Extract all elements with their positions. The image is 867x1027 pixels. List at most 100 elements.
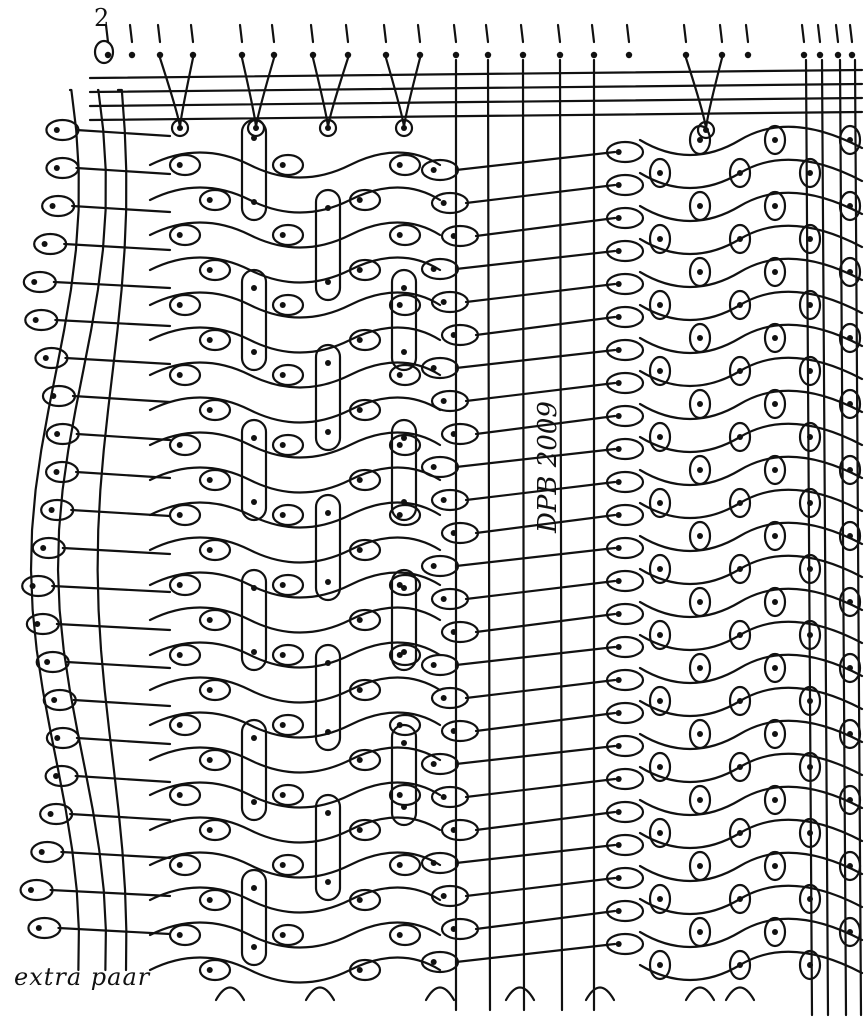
pinhole-dot — [451, 728, 457, 734]
pinhole-dot — [54, 165, 60, 171]
pinhole-dot — [847, 533, 853, 539]
pinhole-dot — [847, 863, 853, 869]
pinhole-dot — [772, 665, 778, 671]
pinhole-dot — [616, 479, 622, 485]
pinhole-dot — [616, 446, 622, 452]
worker-loop — [432, 292, 468, 312]
ground-oval — [273, 295, 303, 315]
pinhole-dot — [177, 722, 183, 728]
pin-tick — [454, 25, 456, 42]
pin-tick — [191, 25, 193, 42]
pinhole-dot — [441, 200, 447, 206]
pinhole-dot — [357, 897, 363, 903]
pinhole-dot — [616, 248, 622, 254]
pin-tick — [311, 25, 313, 42]
pin-tick — [346, 25, 348, 42]
pin-mark — [383, 52, 389, 58]
pin-mark — [310, 52, 316, 58]
pinhole-dot — [280, 792, 286, 798]
pin-mark — [719, 52, 725, 58]
pinhole-dot — [50, 203, 56, 209]
pinhole-dot — [847, 269, 853, 275]
top-passive-thread — [90, 84, 862, 92]
pinhole-dot — [251, 199, 257, 205]
pin-mark — [835, 52, 841, 58]
pin-tick — [627, 25, 629, 42]
edge-cross-thread — [61, 852, 170, 858]
edge-cross-thread — [52, 586, 170, 592]
pinhole-dot — [207, 477, 213, 483]
pinhole-dot — [772, 203, 778, 209]
worker-loop — [432, 886, 468, 906]
ground-oval — [200, 190, 230, 210]
pinhole-dot — [431, 365, 437, 371]
top-passive-thread — [90, 112, 862, 120]
pinhole-dot — [737, 368, 743, 374]
pinhole-dot — [54, 735, 60, 741]
pinhole-dot — [697, 401, 703, 407]
edge-cross-thread — [76, 776, 170, 782]
pinhole-dot — [657, 236, 663, 242]
ground-oval — [390, 365, 420, 385]
pinhole-dot — [616, 908, 622, 914]
pinhole-dot — [616, 644, 622, 650]
pinhole-dot — [177, 512, 183, 518]
pinhole-dot — [357, 967, 363, 973]
bottom-end-thread — [686, 988, 714, 1001]
pinhole-dot — [737, 236, 743, 242]
pinhole-dot — [772, 269, 778, 275]
pinhole-dot — [401, 804, 407, 810]
worker-loop — [432, 490, 468, 510]
worker-loop — [432, 589, 468, 609]
honeycomb-thread — [640, 193, 862, 221]
pinhole-dot — [44, 659, 50, 665]
pinhole-dot — [207, 407, 213, 413]
worker-thread — [466, 878, 615, 896]
ground-thread — [150, 328, 440, 353]
edge-loop — [46, 462, 78, 482]
pinhole-dot — [207, 757, 213, 763]
pinhole-dot — [253, 125, 259, 131]
pinhole-dot — [616, 776, 622, 782]
pinhole-dot — [441, 695, 447, 701]
pinhole-dot — [357, 477, 363, 483]
ground-oval — [273, 155, 303, 175]
pinhole-dot — [616, 545, 622, 551]
pinhole-dot — [847, 335, 853, 341]
pinhole-dot — [657, 632, 663, 638]
worker-thread — [456, 152, 615, 170]
pinhole-dot — [431, 662, 437, 668]
pinhole-dot — [737, 764, 743, 770]
ground-oval — [170, 365, 200, 385]
pinhole-dot — [280, 862, 286, 868]
edge-loop — [28, 918, 60, 938]
pinhole-dot — [441, 497, 447, 503]
pin-tick — [240, 25, 242, 42]
pinhole-dot — [616, 512, 622, 518]
pin-mark — [453, 52, 459, 58]
pinhole-dot — [616, 281, 622, 287]
pin-mark — [105, 52, 111, 58]
pinhole-dot — [441, 299, 447, 305]
edge-loop — [24, 272, 56, 292]
edge-cross-thread — [73, 396, 170, 402]
edge-cross-thread — [77, 738, 170, 744]
pin-marks — [95, 25, 855, 63]
pinhole-dot — [48, 811, 54, 817]
pinhole-dot — [280, 442, 286, 448]
pinhole-dot — [251, 799, 257, 805]
pinhole-dot — [807, 764, 813, 770]
ground-thread — [150, 188, 440, 213]
pinhole-dot — [807, 170, 813, 176]
pin-tick — [521, 25, 523, 42]
pinhole-dot — [251, 499, 257, 505]
ground-thread — [150, 398, 440, 423]
edge-cross-thread — [65, 358, 170, 364]
worker-thread — [456, 944, 615, 962]
pinhole-dot — [207, 897, 213, 903]
pinhole-dot — [397, 162, 403, 168]
pinhole-dot — [807, 830, 813, 836]
pinhole-dot — [207, 337, 213, 343]
pinhole-dot — [42, 241, 48, 247]
pinhole-dot — [616, 875, 622, 881]
